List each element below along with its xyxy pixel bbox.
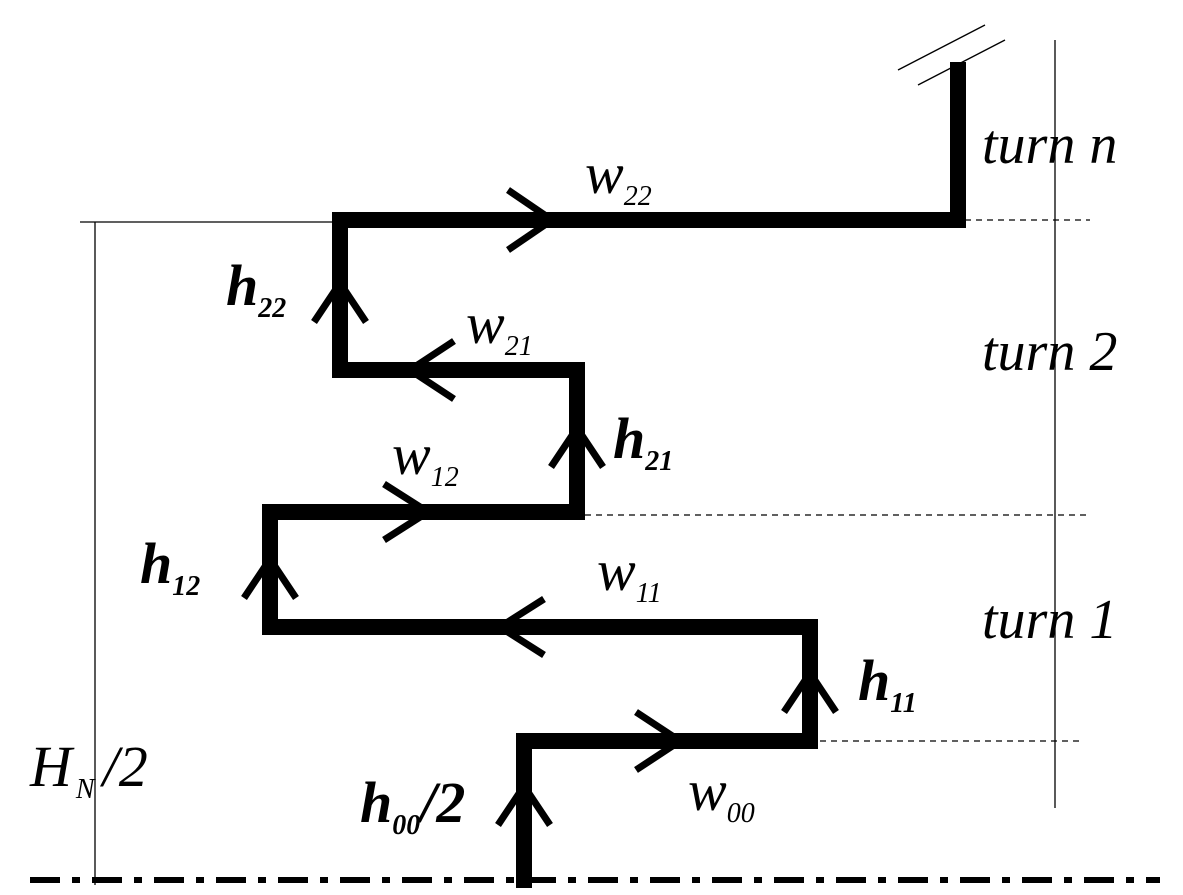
arrow-w12 [382,481,435,543]
arrow-h21 [548,421,606,469]
label-h11: h11 [858,648,917,719]
label-h21: h21 [613,406,673,477]
label-h00-half: h00/2 [360,770,465,841]
arrow-h12 [241,552,299,600]
arrow-w22 [506,187,559,253]
label-w22: w22 [585,141,652,212]
label-w12: w12 [392,422,459,493]
turn-n-label: turn n [982,114,1117,176]
break-mark-line [897,24,986,71]
arrow-h11 [781,666,839,714]
arrow-w00 [634,709,687,773]
label-h12: h12 [140,531,200,602]
turn-2-label: turn 2 [982,321,1117,383]
arrow-h22 [311,276,369,324]
label-w21: w21 [466,291,533,362]
arrow-w21 [403,338,456,402]
arrow-h00 [495,779,553,827]
label-w00: w00 [688,758,755,829]
label-h22: h22 [226,253,286,324]
turn-1-label: turn 1 [982,589,1117,651]
label-w11: w11 [597,538,662,609]
arrow-w11 [493,596,546,658]
